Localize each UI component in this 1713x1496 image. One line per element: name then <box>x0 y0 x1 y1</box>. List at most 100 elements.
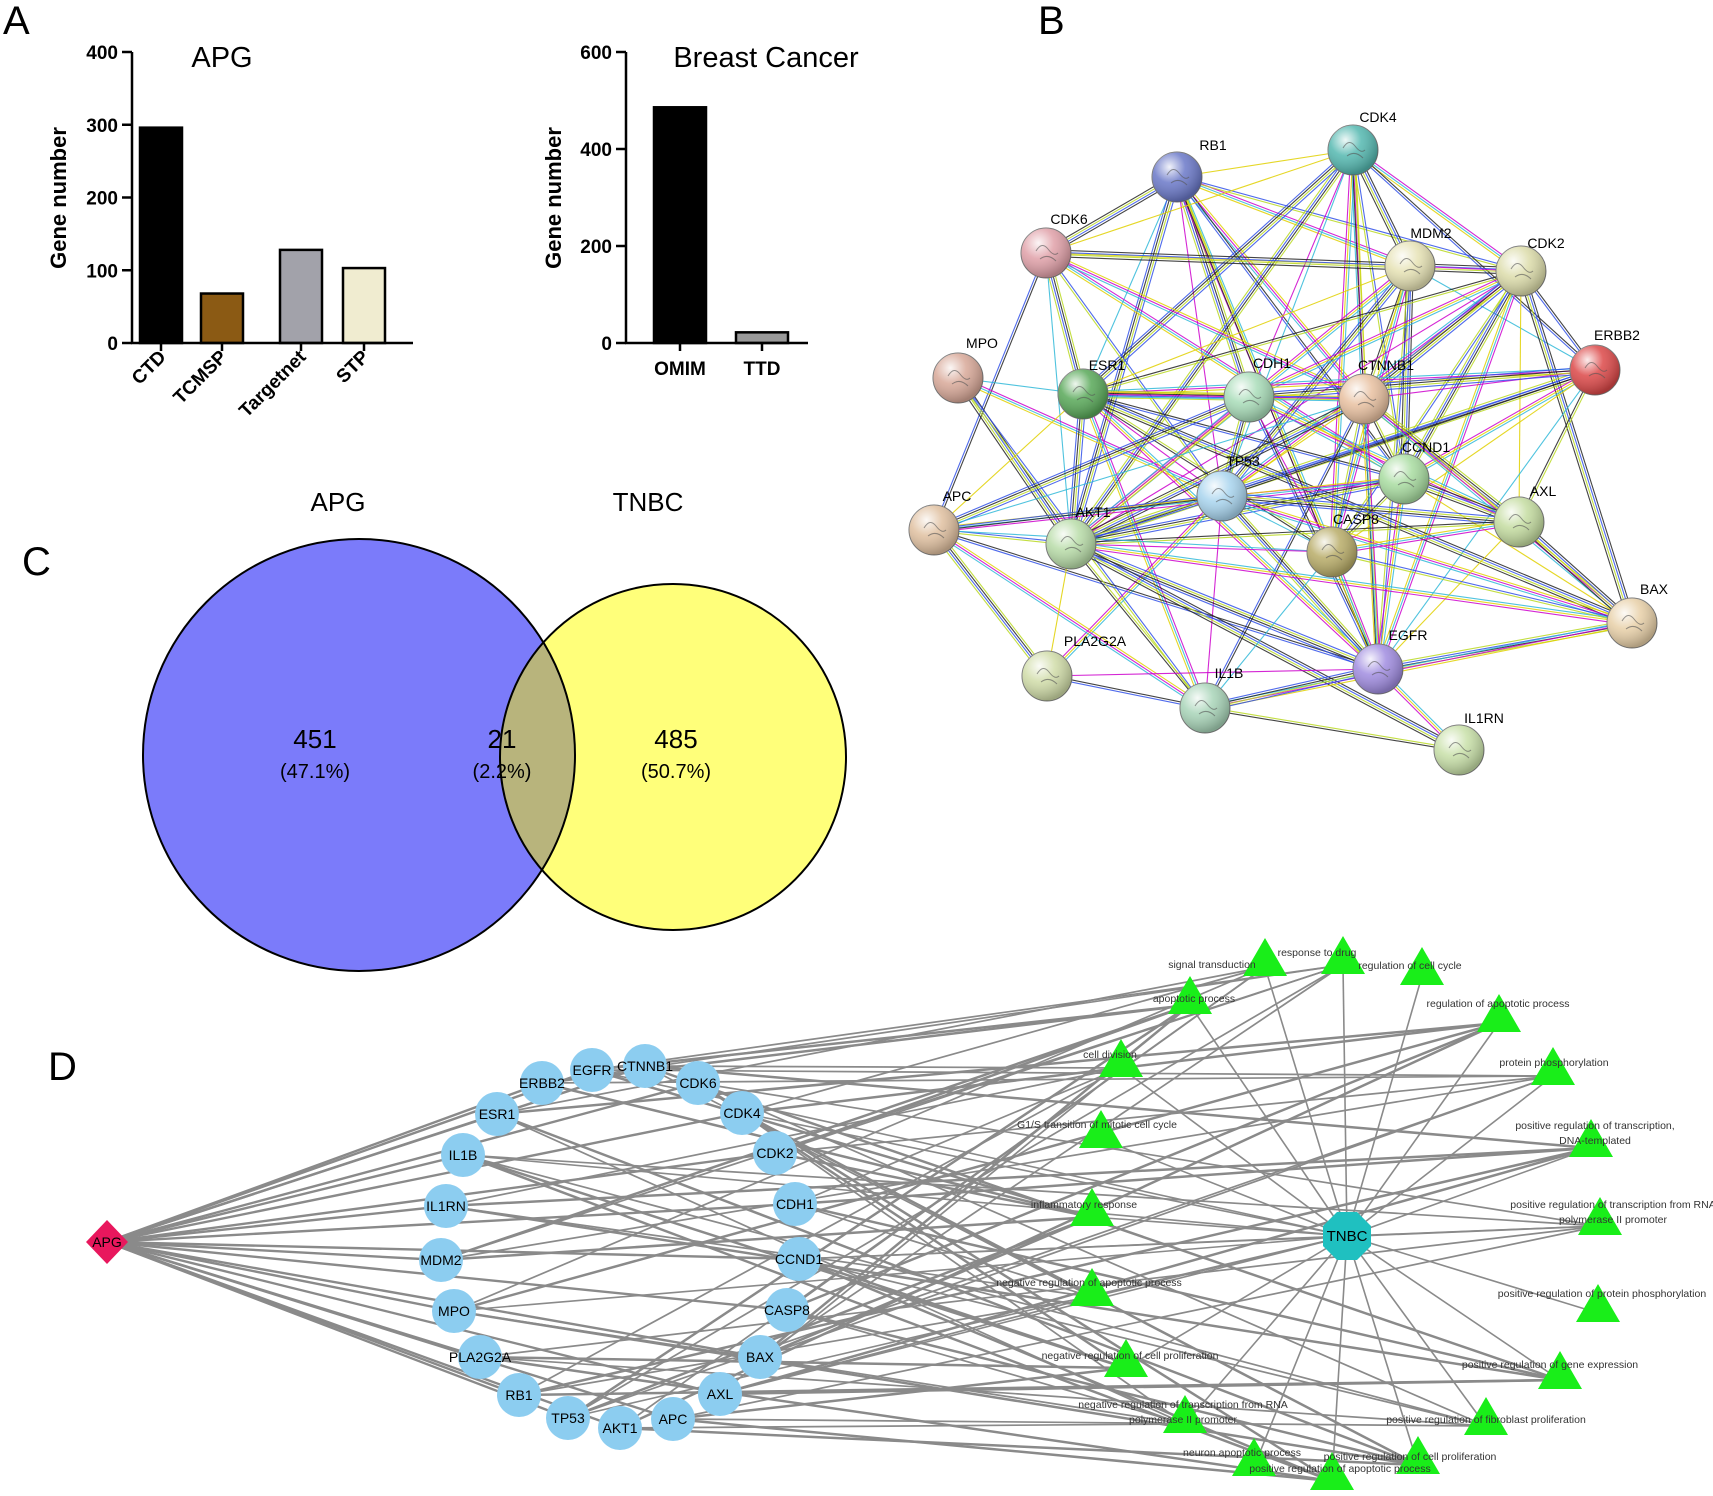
edge-tnbc-term <box>1342 964 1348 1237</box>
ppi-node-ctnnb1: CTNNB1 <box>1338 357 1414 425</box>
category-label: STP <box>333 346 374 387</box>
go-term-label: positive regulation of transcription, <box>1515 1120 1674 1132</box>
gene-node-axl: AXL <box>698 1372 742 1416</box>
gene-label: RB1 <box>505 1387 532 1403</box>
gene-circle <box>753 1131 797 1175</box>
ppi-edge-line <box>1082 265 1411 395</box>
ppi-edge <box>1080 147 1356 397</box>
ppi-edge-line <box>1082 369 1596 395</box>
protein-structure-glyph <box>947 370 971 387</box>
ppi-edge-line <box>1082 394 1332 554</box>
protein-structure-glyph <box>1353 391 1377 408</box>
ppi-edge <box>933 528 1379 671</box>
ppi-edge-line <box>1176 176 1223 497</box>
ppi-edge <box>1045 249 1522 275</box>
go-term-triangle <box>1578 1197 1622 1235</box>
ppi-edge <box>1070 270 1522 545</box>
ppi-edge-line <box>1220 496 1378 671</box>
ppi-edge <box>1044 250 1366 402</box>
ppi-edge <box>1219 493 1381 672</box>
category-label: TTD <box>744 359 781 380</box>
edge-gene-term <box>672 1225 1601 1420</box>
ppi-edge-line <box>1363 369 1596 400</box>
edge-tnbc-term <box>1346 1147 1592 1237</box>
protein-sphere-shine <box>1224 372 1274 422</box>
ppi-edge-line <box>932 393 1248 528</box>
edge-gene-term <box>619 1426 1419 1467</box>
edge-gene-tnbc <box>453 1235 1348 1312</box>
ppi-edge-line <box>1204 620 1632 707</box>
ppi-node-bax: BAX <box>1606 581 1669 649</box>
gene-circle <box>458 1335 502 1379</box>
ppi-edge <box>933 393 1084 531</box>
bar-targetnet <box>278 248 324 345</box>
go-term-triangle <box>1321 936 1365 974</box>
ppi-edge <box>1377 521 1520 670</box>
ppi-edge-line <box>1248 396 1405 480</box>
protein-structure-glyph <box>1036 668 1060 685</box>
ppi-edge-line <box>933 529 1333 553</box>
edge-gene-term <box>440 964 1344 1261</box>
ppi-edge <box>933 398 1365 531</box>
go-term-triangle <box>1400 947 1444 985</box>
edge-gene-term <box>719 1146 1592 1396</box>
ppi-edge-line <box>1084 390 1634 621</box>
ppi-label: CDK4 <box>1359 109 1397 125</box>
ppi-edge <box>930 527 1051 679</box>
ppi-edge-line <box>1249 394 1521 521</box>
ppi-edge <box>1221 149 1354 497</box>
ppi-edge-line <box>1222 266 1412 498</box>
gene-label: CDK4 <box>723 1105 761 1121</box>
ppi-edge <box>933 529 1333 553</box>
gene-label: CCND1 <box>775 1251 823 1267</box>
go-term-triangle <box>1070 1268 1114 1306</box>
ppi-edge <box>1377 369 1596 670</box>
gene-node-ctnnb1: CTNNB1 <box>617 1044 673 1088</box>
ppi-edge-line <box>1070 494 1222 544</box>
gene-label: CDH1 <box>776 1196 814 1212</box>
ppi-edge-line <box>1047 674 1206 708</box>
ppi-label: TP53 <box>1226 453 1260 469</box>
gene-circle <box>570 1048 614 1092</box>
ppi-edge-line <box>1082 396 1249 401</box>
edge-gene-term <box>798 1258 1487 1427</box>
ppi-edge <box>1204 706 1460 752</box>
ppi-edge <box>1331 519 1520 555</box>
edge-gene-term <box>518 1378 1561 1397</box>
edge-gene-term <box>496 1021 1500 1116</box>
ppi-edge-line <box>1069 149 1353 544</box>
ppi-edge <box>1204 551 1333 709</box>
protein-sphere-shine <box>1021 228 1071 278</box>
go-term-label: negative regulation of cell proliferatio… <box>1042 1350 1219 1362</box>
go-term-label: positive regulation of fibroblast prolif… <box>1386 1414 1586 1426</box>
gene-node-cdk4: CDK4 <box>720 1091 764 1135</box>
ppi-edge-line <box>1221 498 1519 526</box>
edge-gene-term <box>440 1075 1554 1261</box>
go-term-label: inflammatory response <box>1031 1199 1137 1211</box>
ppi-edge-line <box>1070 544 1459 752</box>
edge-gene-term <box>518 1146 1592 1397</box>
ppi-label: CDH1 <box>1253 355 1291 371</box>
ppi-edge <box>932 252 1048 531</box>
ppi-edge-line <box>1248 149 1354 398</box>
protein-structure-glyph <box>1584 362 1608 379</box>
edge-gene-term <box>479 1355 1333 1483</box>
apg-hub-node <box>86 1220 128 1264</box>
ppi-edge-line <box>1365 273 1524 402</box>
gene-circle <box>651 1397 695 1441</box>
edge-gene-term <box>445 1146 1592 1208</box>
gene-circle <box>765 1288 809 1332</box>
ppi-edge <box>1070 541 1633 626</box>
ppi-label: IL1B <box>1215 665 1244 681</box>
gene-node-mdm2: MDM2 <box>419 1238 463 1282</box>
protein-structure-glyph <box>1238 389 1262 406</box>
go-term-triangle <box>1477 994 1521 1032</box>
ppi-node-tp53: TP53 <box>1196 453 1260 522</box>
ppi-edge-line <box>1070 520 1519 544</box>
protein-sphere-shine <box>1022 651 1072 701</box>
edge-tnbc-term <box>1346 975 1423 1237</box>
ppi-edge-line <box>1222 492 1520 520</box>
ppi-edge-line <box>1177 174 1411 265</box>
